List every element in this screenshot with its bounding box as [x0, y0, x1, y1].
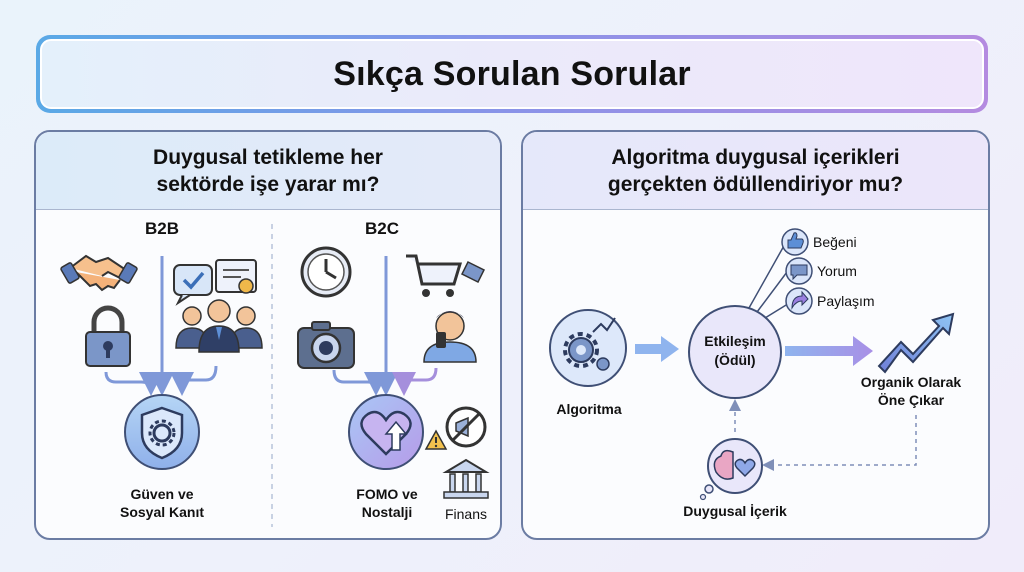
faq-panel-sectors: Duygusal tetikleme her sektörde işe yarar…	[34, 130, 502, 540]
engagement-label: Etkileşim(Ödül)	[704, 333, 766, 368]
comment-icon	[785, 257, 813, 285]
algorithm-diagram	[549, 228, 955, 501]
brain-heart-icon	[699, 438, 763, 501]
title-banner: Sıkça Sorulan Sorular	[36, 35, 988, 113]
bank-icon	[442, 458, 490, 499]
certificate-icon	[215, 259, 257, 294]
heart-up-icon	[348, 394, 424, 470]
question-line-1: Duygusal tetikleme her	[153, 145, 383, 169]
like-label: Beğeni	[813, 234, 857, 250]
share-label: Paylaşım	[817, 293, 875, 309]
camera-icon	[297, 321, 355, 369]
panel-question-algorithm: Algoritma duygusal içerikleri gerçekten ö…	[523, 132, 988, 210]
review-bubble-icon	[173, 264, 213, 306]
faq-panel-algorithm: Algoritma duygusal içerikleri gerçekten ö…	[521, 130, 990, 540]
person-phone-icon	[423, 311, 477, 363]
page-title: Sıkça Sorulan Sorular	[40, 39, 984, 109]
trend-up-icon	[877, 312, 955, 374]
sectors-diagram	[60, 224, 490, 527]
b2b-label: B2B	[144, 219, 179, 238]
business-team-icon	[175, 299, 263, 353]
clock-icon	[300, 246, 352, 298]
lock-icon	[85, 305, 131, 367]
no-advertising-icon	[445, 406, 487, 448]
shield-gear-icon	[124, 394, 200, 470]
question-line-1: Algoritma duygusal içerikleri	[611, 145, 900, 169]
warning-icon	[424, 429, 448, 450]
shopping-cart-icon	[406, 254, 486, 297]
b2c-label: B2C	[364, 219, 399, 238]
finance-label: Finans	[444, 506, 488, 522]
like-icon	[781, 228, 809, 256]
engagement-circle	[688, 305, 782, 399]
panel-question-sectors: Duygusal tetikleme her sektörde işe yarar…	[36, 132, 500, 210]
algorithm-label: Algoritma	[556, 401, 622, 417]
share-icon	[785, 287, 813, 315]
comment-label: Yorum	[817, 263, 857, 279]
algorithm-gears-icon	[549, 309, 627, 387]
emotional-content-label: Duygusal İçerik	[683, 503, 787, 519]
question-line-2: gerçekten ödüllendiriyor mu?	[607, 172, 904, 196]
question-line-2: sektörde işe yarar mı?	[156, 172, 380, 196]
handshake-icon	[60, 254, 138, 292]
